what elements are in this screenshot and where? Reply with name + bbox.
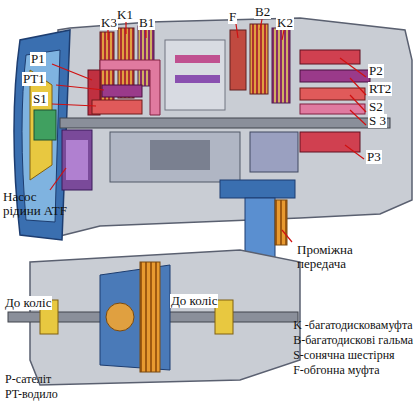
- legend-note: S-сонячна шестірня: [292, 348, 395, 362]
- brake-b2: [250, 24, 268, 94]
- drum: [100, 60, 160, 115]
- final-drive-gear: [140, 262, 160, 372]
- callout-label: S2: [368, 100, 384, 114]
- output-drum: [250, 132, 298, 172]
- callout-label: P2: [368, 64, 384, 78]
- legend-note: B-багатодискові гальма: [292, 333, 414, 347]
- atf-pump: [62, 130, 92, 190]
- legend-note: PT-водило: [4, 387, 59, 401]
- callout-label: K1: [116, 8, 134, 22]
- side-gear: [106, 303, 134, 331]
- legend-note: K -багатодисковамуфта: [292, 318, 413, 332]
- callout-label: F: [228, 10, 237, 24]
- valve: [150, 140, 210, 170]
- atf-pump-gear: [66, 140, 88, 180]
- callout-label: P1: [30, 52, 46, 66]
- clutch-k2: [272, 28, 290, 103]
- callout-label: PT1: [22, 72, 46, 86]
- hub: [175, 75, 220, 83]
- lockup: [34, 110, 56, 140]
- sun-s2: [300, 88, 365, 100]
- legend-note: F-обгонна муфта: [292, 363, 380, 377]
- freewheel-f: [230, 30, 246, 90]
- callout-label: S1: [32, 92, 48, 106]
- intermediate-gear: [220, 180, 295, 198]
- callout-label: K2: [276, 16, 294, 30]
- leader-lines: [50, 19, 366, 242]
- callout-label: До коліс: [170, 294, 218, 308]
- lower-housing: [110, 132, 240, 182]
- part-label: Проміжна передача: [296, 243, 388, 271]
- carrier-pt1: [102, 85, 142, 97]
- intermediate-gear-teeth: [275, 200, 287, 245]
- part-label: Насос рідини ATF: [2, 190, 70, 218]
- callout-label: RT2: [368, 82, 392, 96]
- callout-label: P3: [366, 150, 382, 164]
- legend-note: P-сателіт: [4, 372, 52, 386]
- sun-s1: [92, 100, 142, 114]
- callout-label: S 3: [368, 114, 387, 128]
- callout-label: B1: [138, 16, 155, 30]
- input-shaft: [60, 118, 390, 128]
- sun-s3: [300, 104, 365, 114]
- housing: [58, 18, 412, 236]
- intermediate-shaft: [245, 198, 275, 258]
- drum-housing: [165, 40, 225, 110]
- callout-label: B2: [254, 5, 271, 19]
- hub: [175, 55, 220, 63]
- planet-p2: [300, 50, 360, 64]
- callout-label: До коліс: [4, 296, 52, 310]
